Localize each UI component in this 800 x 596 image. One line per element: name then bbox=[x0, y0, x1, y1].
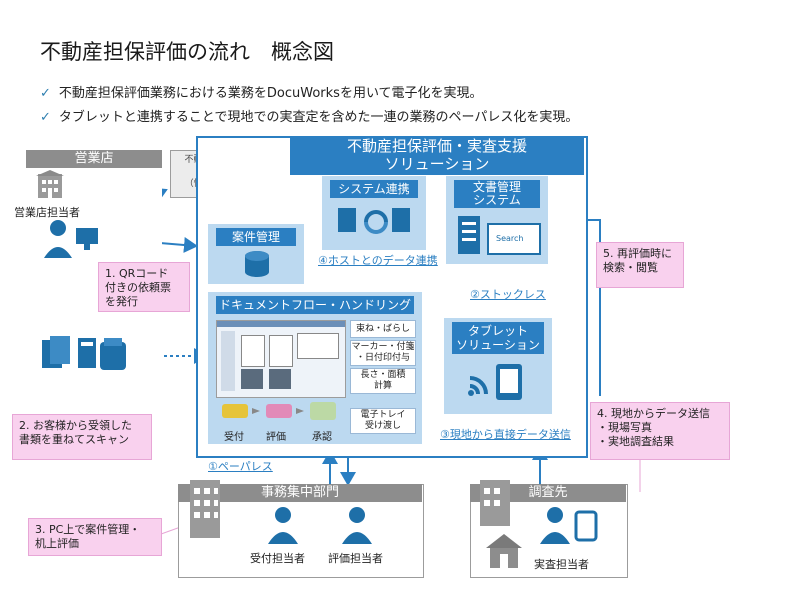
tablet-label: タブレット ソリューション bbox=[452, 322, 544, 354]
callout-reeval: 5. 再評価時に 検索・閲覧 bbox=[596, 242, 684, 288]
wifi-tablet-icon bbox=[468, 364, 522, 400]
documents-icon bbox=[42, 336, 126, 370]
branch-header: 営業店 bbox=[26, 150, 162, 168]
feature-tray: 電子トレイ 受け渡し bbox=[350, 408, 416, 434]
doc-flow-label: ドキュメントフロー・ハンドリング bbox=[216, 296, 414, 314]
flow-step-evaluate: 評価 bbox=[266, 432, 286, 443]
inspector-label: 実査担当者 bbox=[534, 558, 589, 571]
doc-mgmt-label: 文書管理 システム bbox=[454, 180, 540, 208]
survey-building-icon bbox=[480, 480, 510, 526]
screen-thumb1 bbox=[241, 369, 263, 389]
callout-pc: 3. PC上で案件管理・ 机上評価 bbox=[28, 518, 162, 556]
building-icon bbox=[36, 170, 64, 198]
doc-mgmt-line1: 文書管理 bbox=[472, 180, 521, 194]
page-title: 不動産担保評価の流れ 概念図 bbox=[40, 40, 334, 64]
solution-header-2: ソリューション bbox=[384, 155, 490, 173]
evaluator-label: 評価担当者 bbox=[328, 552, 383, 565]
screen-doc2 bbox=[269, 335, 293, 367]
callout-qr: 1. QRコード 付きの依頼票 を発行 bbox=[98, 262, 190, 312]
receiver-label: 受付担当者 bbox=[250, 552, 305, 565]
check-icon: ✓ bbox=[40, 110, 51, 125]
tablet-line2: ソリューション bbox=[456, 338, 540, 352]
screen-doc1 bbox=[241, 335, 265, 367]
link-site[interactable]: ③現地から直接データ送信 bbox=[440, 428, 571, 441]
bullet-2: ✓ タブレットと連携することで現地での実査定を含めた一連の業務のペーパレス化を実現… bbox=[40, 106, 578, 125]
branch-person-label: 営業店担当者 bbox=[14, 206, 80, 219]
solution-header: 不動産担保評価・実査支援 ソリューション bbox=[290, 136, 584, 175]
screen-titlebar bbox=[217, 321, 345, 327]
solution-header-1: 不動産担保評価・実査支援 bbox=[346, 137, 527, 155]
receiver-person-icon bbox=[268, 507, 298, 544]
docuworks-screen bbox=[216, 320, 346, 398]
bullet-1-text: 不動産担保評価業務における業務をDocuWorksを用いて電子化を実現。 bbox=[58, 86, 483, 101]
feature-marker: マーカー・付箋 ・日付印付与 bbox=[350, 340, 416, 366]
inspector-person-icon bbox=[540, 507, 598, 544]
link-paperless[interactable]: ①ペーパレス bbox=[208, 460, 273, 473]
flow-step-approve: 承認 bbox=[312, 432, 332, 443]
system-link-label: システム連携 bbox=[330, 180, 418, 198]
sync-icon bbox=[338, 208, 410, 234]
cabinet-search-icon bbox=[458, 216, 541, 255]
callout-scan: 2. お客様から受領した 書類を重ねてスキャン bbox=[12, 414, 152, 460]
flow-step-receive: 受付 bbox=[224, 432, 244, 443]
database-icon bbox=[245, 251, 269, 277]
link-stockless[interactable]: ②ストックレス bbox=[470, 288, 546, 301]
doc-mgmt-line2: システム bbox=[473, 193, 521, 207]
office-building-icon bbox=[190, 480, 220, 538]
screen-sidebar bbox=[221, 331, 235, 391]
office-header: 事務集中部門 bbox=[178, 484, 422, 502]
evaluator-person-icon bbox=[342, 507, 372, 544]
link-host[interactable]: ④ホストとのデータ連携 bbox=[318, 254, 438, 267]
bullet-2-text: タブレットと連携することで現地での実査定を含めた一連の業務のペーパレス化を実現。 bbox=[58, 110, 579, 125]
operator-icon bbox=[44, 220, 98, 258]
feature-bundle: 束ね・ばらし bbox=[350, 320, 416, 338]
search-label: Search bbox=[496, 234, 524, 243]
house-icon bbox=[486, 534, 522, 568]
callout-site-send: 4. 現地からデータ送信 ・現場写真 ・実地調査結果 bbox=[590, 402, 730, 460]
screen-doc3 bbox=[297, 333, 339, 359]
case-mgmt-label: 案件管理 bbox=[216, 228, 296, 246]
feature-measure: 長さ・面積 計算 bbox=[350, 368, 416, 394]
tablet-line1: タブレット bbox=[467, 324, 528, 338]
screen-thumb2 bbox=[269, 369, 291, 389]
bullet-1: ✓ 不動産担保評価業務における業務をDocuWorksを用いて電子化を実現。 bbox=[40, 82, 483, 101]
flow-step-icons bbox=[222, 402, 336, 420]
check-icon: ✓ bbox=[40, 86, 51, 101]
